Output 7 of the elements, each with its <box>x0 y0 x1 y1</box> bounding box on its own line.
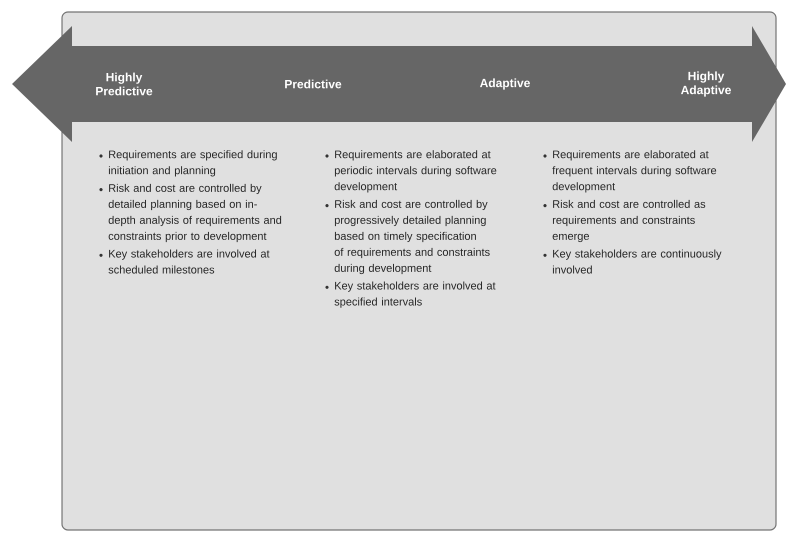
bullet-text: Risk and cost are controlled as requirements and constraints emerge <box>552 200 706 242</box>
bullet-text: Key stakeholders are involved at scheduled milestones <box>108 250 270 274</box>
bullet-text: Risk and cost are controlled by detailed planning based on in-depth analysis of requirements and constraints prior to development <box>108 184 282 242</box>
bullet-text: Key stakeholders are involved at specified intervals <box>334 282 496 308</box>
bullet-text: Key stakeholders are continuously involved <box>552 250 722 274</box>
bullet-text: Risk and cost are controlled by progressively detailed planning based on timely specification of requirements and constraints during development <box>334 200 490 274</box>
double-arrow-band: Highly Predictive Predictive Adaptive Highly Adaptive <box>12 26 786 142</box>
